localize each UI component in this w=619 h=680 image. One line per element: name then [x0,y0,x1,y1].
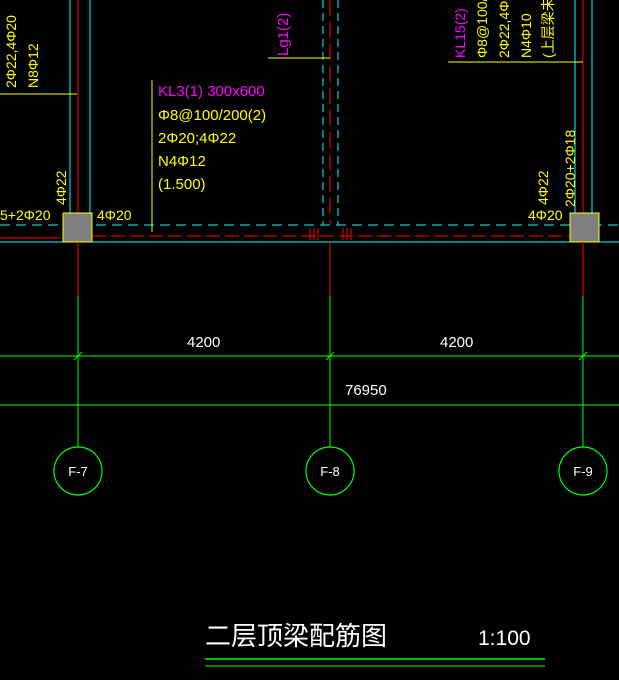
dimension-total: 76950 [345,382,387,399]
axis-bubbles [53,446,608,496]
axis-bubble-f8 [305,446,355,496]
support-left-top: 4Φ22 [53,170,69,205]
column-right [569,212,600,243]
kl15-side: N4Φ10 [518,13,534,58]
axis-label-f8: F-8 [320,464,340,479]
kl3-elev: (1.500) [158,176,206,193]
axis-bubble-f9 [558,446,608,496]
support-right-top-b: 2Φ20+2Φ18 [562,130,578,207]
support-left-bottom: 5+2Φ20 [0,207,51,223]
stirrup-ticks [309,228,352,240]
dimension-span-2: 4200 [440,334,473,351]
axis-label-f9: F-9 [573,464,593,479]
support-left-right: 4Φ20 [97,207,132,223]
kl3-bars: 2Φ20;4Φ22 [158,130,236,147]
kl15-note: (上层梁未注 [540,0,556,58]
leader-lines [0,57,583,232]
kl3-name: KL3(1) 300x600 [158,83,265,100]
kl3-side: N4Φ12 [158,153,206,170]
dimension-span-1: 4200 [187,334,220,351]
left-beam-side-rebar: N8Φ12 [25,43,41,88]
column-left [62,212,93,243]
axis-bubble-f7 [53,446,103,496]
axis-label-f7: F-7 [68,464,88,479]
beam-outlines [0,0,619,243]
kl15-name: KL15(2) [452,8,468,58]
kl15-stirrup: Φ8@100/ [474,0,490,58]
drawing-title: 二层顶梁配筋图 [205,621,387,651]
lg1-name: Lg1(2) [275,13,292,56]
kl15-bars: 2Φ22,4Φ [496,1,512,58]
drawing-scale: 1:100 [478,627,531,650]
kl3-stirrup: Φ8@100/200(2) [158,107,266,124]
dimension-lines [0,351,619,406]
axis-lines [77,242,584,447]
support-right-left: 4Φ20 [528,207,563,223]
left-beam-top-rebar: 2Φ22,4Φ20 [3,15,19,88]
support-right-top-a: 4Φ22 [535,170,551,205]
